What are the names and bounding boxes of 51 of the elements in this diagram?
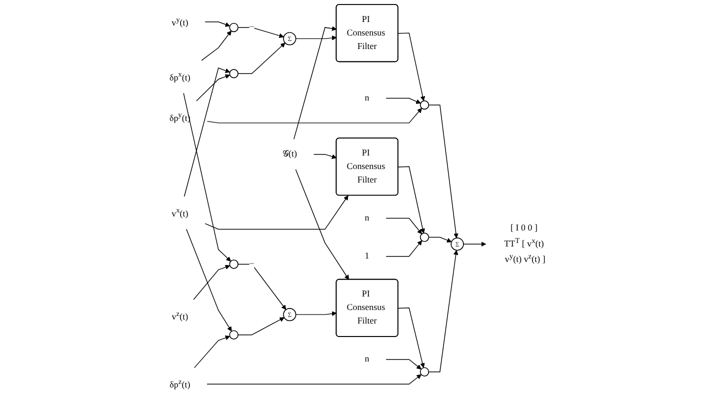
node-circle xyxy=(229,260,238,269)
arrow xyxy=(186,228,232,332)
arrow xyxy=(463,242,486,247)
arrow xyxy=(238,27,284,38)
arrow xyxy=(398,308,425,368)
arrow xyxy=(295,311,337,316)
arrow xyxy=(193,264,230,300)
arrow xyxy=(238,42,286,74)
node-circle xyxy=(420,100,430,110)
arrow xyxy=(204,22,230,27)
arrow xyxy=(386,240,422,257)
arrow xyxy=(313,154,337,159)
arrow xyxy=(238,317,284,336)
edge-label: − xyxy=(249,22,254,32)
arrow xyxy=(184,68,230,197)
node-text: 1 xyxy=(364,251,370,261)
node-text: v$^{z}$(t) xyxy=(172,309,188,322)
node-circle xyxy=(229,22,238,32)
arrow xyxy=(386,98,421,104)
arrow xyxy=(428,104,458,238)
node-circle xyxy=(420,232,430,242)
node-circle xyxy=(229,69,238,78)
arrow xyxy=(295,35,337,40)
arrow xyxy=(386,218,422,234)
arrow xyxy=(428,236,452,243)
arrow xyxy=(204,195,348,230)
node-text: δp$^{x}$(t) xyxy=(169,70,190,82)
arrow xyxy=(398,166,426,234)
arrow xyxy=(196,74,230,102)
node-text: δp$^{z}$(t) xyxy=(170,377,190,390)
edge-label: − xyxy=(249,259,254,269)
arrow xyxy=(206,108,422,124)
node-circle xyxy=(229,330,238,340)
node-text: n xyxy=(364,93,370,103)
arrow xyxy=(238,264,286,310)
arrow xyxy=(194,335,230,368)
arrow xyxy=(183,92,231,262)
arrow xyxy=(428,250,458,372)
node-text: n xyxy=(364,354,370,364)
arrow xyxy=(295,169,350,280)
arrow xyxy=(294,26,337,140)
arrow xyxy=(398,32,426,102)
node-text: 𝒢(t) xyxy=(282,149,297,159)
node-text: [ I 0 0 ] TT$^{T}$ [ v$^{x}$(t) v$^{y}$(t) v$^{z}$(t) ] xyxy=(504,223,546,264)
node-text: v$^{y}$(t) xyxy=(172,15,188,28)
node-circle xyxy=(420,367,430,376)
node-text: v$^{x}$(t) xyxy=(172,206,188,219)
arrow xyxy=(206,374,422,385)
arrow xyxy=(386,359,422,370)
arrow xyxy=(201,30,232,61)
node-text: n xyxy=(364,213,370,223)
